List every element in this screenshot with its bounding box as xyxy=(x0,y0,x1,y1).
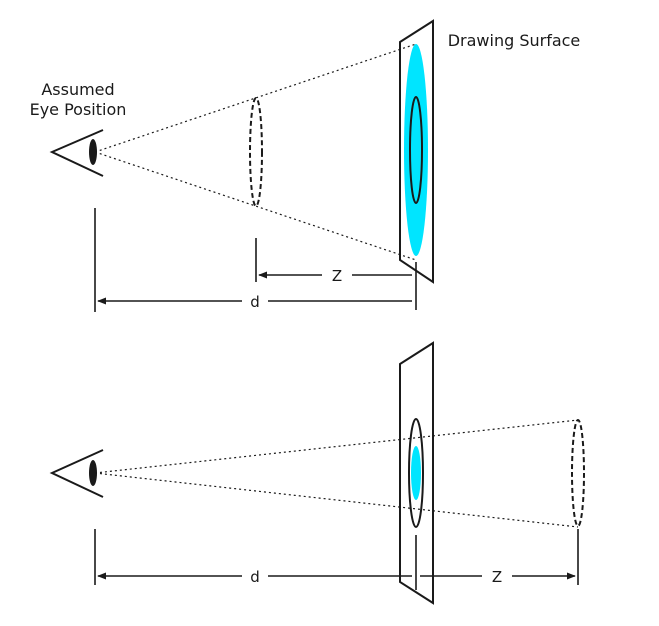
dimension-z-label: Z xyxy=(332,267,342,285)
object-dashed-ellipse-far xyxy=(571,419,585,527)
sight-line-top-bottom xyxy=(94,419,579,474)
assumed-eye-label-line1: Assumed xyxy=(41,80,114,99)
sight-line-bottom-bottom xyxy=(94,472,579,528)
eye-icon xyxy=(49,129,104,177)
dimension-z-top: Z xyxy=(255,238,417,310)
projected-image-cyan xyxy=(404,44,428,256)
dimension-d-label-bottom: d xyxy=(250,568,260,586)
drawing-surface-plane xyxy=(399,19,434,284)
object-dashed-ellipse xyxy=(249,97,263,207)
dimension-d-top: d xyxy=(94,208,412,312)
drawing-surface-plane-bottom xyxy=(399,341,434,605)
sight-line-bottom xyxy=(94,151,417,261)
drawing-surface-label: Drawing Surface xyxy=(448,31,581,50)
surface-object-outline-bottom xyxy=(408,418,424,528)
projected-image-cyan-bottom xyxy=(411,446,421,500)
assumed-eye-label-line2: Eye Position xyxy=(30,100,127,119)
dimension-z-label-bottom: Z xyxy=(492,568,502,586)
bottom-diagram: d Z xyxy=(49,341,585,605)
dimension-d-z-bottom: d Z xyxy=(94,529,579,590)
eye-icon-bottom xyxy=(49,449,104,498)
top-diagram: Assumed Eye Position Drawing Surface Z xyxy=(30,19,581,312)
dimension-d-label: d xyxy=(250,293,260,311)
sight-line-top xyxy=(94,43,417,153)
surface-object-outline xyxy=(409,96,423,204)
